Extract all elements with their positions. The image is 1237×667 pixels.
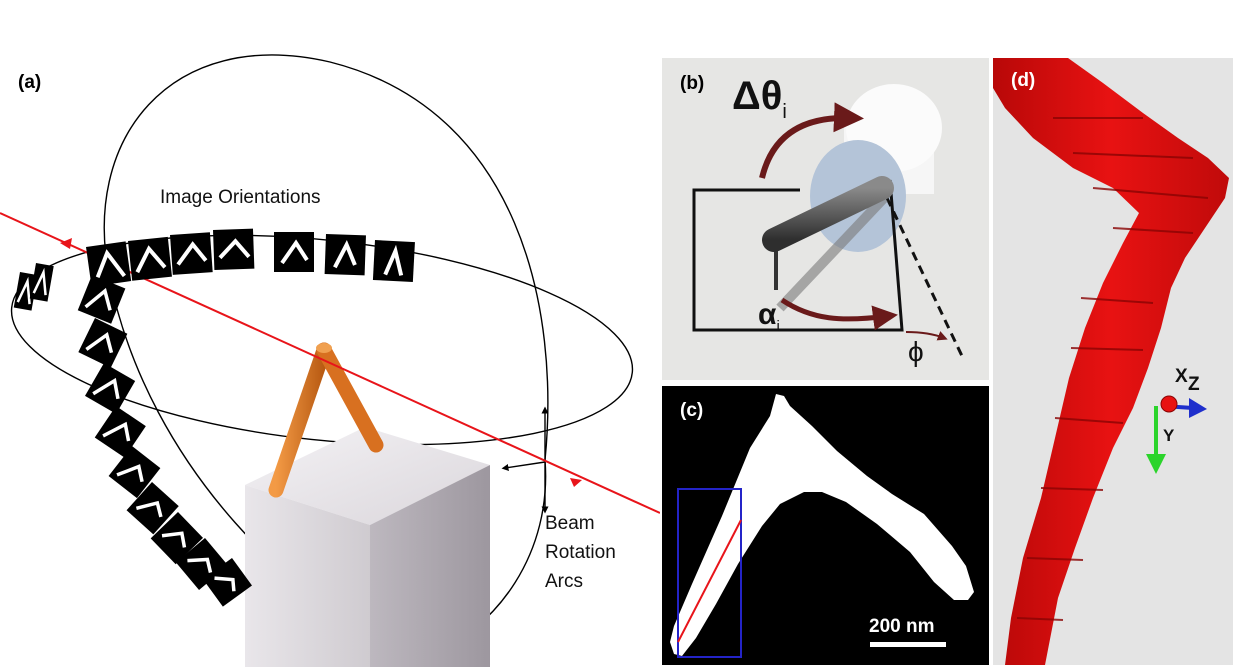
delta-theta-arrow [759, 102, 864, 179]
panel-a: (a) Image Orientations Beam Rotation Arc… [0, 50, 660, 667]
panel-a-label: (a) [18, 72, 42, 93]
image-orientations-label: Image Orientations [160, 187, 321, 208]
alpha-arrow [780, 297, 898, 331]
roi-axis-line [677, 519, 742, 643]
image-orientation-tiles [13, 228, 415, 607]
panel-b: (b) Δθi αi ϕ [662, 58, 989, 380]
rod-shadow [776, 194, 888, 312]
scale-bar-label: 200 nm [869, 616, 935, 637]
scale-bar [870, 642, 946, 647]
beam-label-line-1: Beam [545, 513, 595, 534]
voxel-steps [1016, 117, 1209, 621]
alpha-subscript: i [776, 318, 780, 335]
beam-label-line-3: Arcs [545, 571, 583, 592]
nanowire-tip [316, 343, 332, 353]
cube-top [245, 427, 490, 525]
nanowire-silhouette [670, 394, 974, 656]
panel-d-label: (d) [1011, 70, 1036, 91]
alpha-text: α [758, 298, 777, 331]
roi-box [677, 488, 742, 658]
reconstructed-volume [993, 58, 1229, 665]
axis-y-arrow-head [1146, 454, 1166, 474]
panel-d-reconstruction [993, 58, 1229, 665]
nanowire-right-leg [316, 342, 384, 453]
delta-theta-subscript: i [782, 101, 787, 123]
nanowire-left-leg [268, 342, 332, 498]
cube-side [370, 465, 490, 667]
phi-arrow [905, 331, 948, 341]
alpha-symbol: αi [758, 298, 780, 335]
panel-d: (d) X Z Y [993, 58, 1233, 665]
axis-x-label: X [1175, 366, 1188, 387]
panel-c: (c) 200 nm [662, 386, 989, 665]
cube-front [245, 485, 370, 667]
vertical-rotation-arc [103, 54, 549, 661]
phi-symbol: ϕ [908, 336, 924, 367]
axis-origin [1160, 395, 1178, 413]
projection-frame [692, 179, 904, 332]
axis-z-label: Z [1188, 374, 1200, 395]
panel-c-image [670, 394, 974, 658]
beam-label-line-2: Rotation [545, 542, 616, 563]
panel-b-diagram [692, 84, 964, 357]
panel-b-label: (b) [680, 73, 705, 94]
panel-c-label: (c) [680, 400, 704, 421]
beam-arrow-right [570, 478, 582, 487]
delta-theta-text: Δθ [732, 74, 783, 118]
delta-theta-symbol: Δθi [732, 74, 787, 124]
arc-arrow-left [501, 461, 546, 471]
axis-y-label: Y [1163, 426, 1175, 445]
panel-a-diagram [0, 54, 660, 667]
rod-body [762, 176, 894, 252]
axis-z-arrow-head [1189, 398, 1207, 418]
beam-arrow-left [60, 238, 72, 249]
